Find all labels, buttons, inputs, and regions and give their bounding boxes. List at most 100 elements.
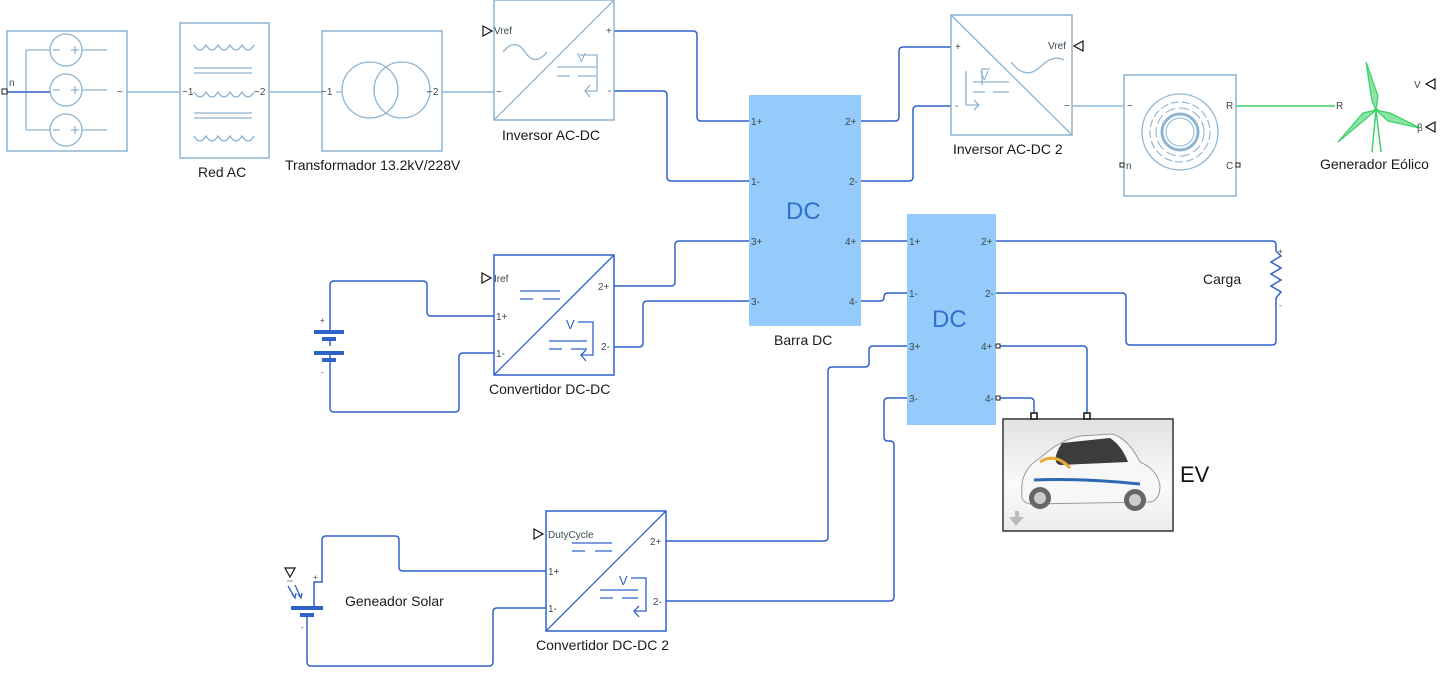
- transformer-block[interactable]: ~1 ~2: [321, 30, 443, 152]
- dc-bus-2-block[interactable]: DC 1+ 1- 3+ 3- 2+ 2- 4+ 4-: [907, 214, 1001, 425]
- wire-conv1-2p-bus3p[interactable]: [614, 240, 749, 287]
- v-glyph: V: [980, 68, 989, 83]
- inversor-pos-port: +: [606, 26, 612, 37]
- carga-neg: -: [1279, 301, 1282, 310]
- electric-car-icon: [1021, 433, 1161, 511]
- barra-dc-label: Barra DC: [774, 332, 833, 348]
- machine-c-port[interactable]: [1235, 162, 1241, 168]
- generator-machine-block[interactable]: ~ n R C: [1119, 74, 1241, 197]
- solar-generator-block[interactable]: + -: [283, 567, 323, 632]
- ev-block[interactable]: [1002, 412, 1174, 532]
- port-4p-connector[interactable]: [995, 343, 1001, 349]
- port-3p: 3+: [751, 237, 763, 248]
- wire-bus4n-dc2-1n[interactable]: [861, 292, 907, 302]
- conv1-2n: 2-: [601, 342, 610, 353]
- port-4p: 4+: [845, 237, 857, 248]
- conv1-2p: 2+: [598, 282, 610, 293]
- ev-label: EV: [1180, 462, 1210, 487]
- port-3n: 3-: [909, 394, 918, 405]
- inversor-ac-dc-2-block[interactable]: V Vref + - ~: [950, 14, 1084, 136]
- wire-inv1-pos-bus1p[interactable]: [614, 30, 749, 122]
- iref-input-port-icon[interactable]: [481, 271, 493, 285]
- conv2-1n: 1-: [548, 604, 557, 615]
- v-glyph: V: [566, 317, 575, 332]
- convertidor-dc-dc-2-label: Convertidor DC-DC 2: [536, 637, 670, 653]
- port-4n-connector[interactable]: [995, 395, 1001, 401]
- port-1p: 1+: [751, 117, 763, 128]
- transformer-port1: ~1: [321, 87, 333, 98]
- battery-block[interactable]: + -: [314, 316, 344, 377]
- turbine-blade-icon: [1373, 108, 1421, 129]
- wind-r-port: R: [1336, 101, 1343, 112]
- port-2p: 2+: [981, 237, 993, 248]
- wire-inv1-neg-bus1n[interactable]: [614, 90, 749, 182]
- neutral-port[interactable]: [1, 88, 8, 95]
- wind-turbine-block[interactable]: R V β: [1336, 61, 1436, 153]
- resistor-icon: [1269, 250, 1283, 303]
- inversor-ac-dc-label: Inversor AC-DC: [502, 127, 601, 143]
- wire-battery-conv1-1p[interactable]: [329, 280, 494, 321]
- dc-bus-2-center-text: DC: [932, 306, 967, 333]
- wire-solar-conv2-1n[interactable]: [306, 607, 546, 667]
- wind-beta-input-port-icon[interactable]: [1424, 120, 1436, 134]
- turbine-blade-icon: [1337, 109, 1377, 143]
- battery-neg: -: [321, 368, 324, 377]
- wire-conv2-2p-dc2-3p[interactable]: [666, 345, 907, 542]
- port-n-label: n: [9, 78, 15, 89]
- arrow-down-icon: [1009, 511, 1024, 526]
- port-3p: 3+: [909, 342, 921, 353]
- inversor-ac-dc-2-label: Inversor AC-DC 2: [953, 141, 1063, 157]
- port-4n: 4-: [985, 394, 994, 405]
- wire-battery-conv1-1n[interactable]: [329, 352, 494, 413]
- wire-dc2-2n-carga[interactable]: [996, 292, 1277, 346]
- iref-input-label: Iref: [494, 274, 509, 285]
- wind-v-input-port-icon[interactable]: [1424, 77, 1436, 91]
- barra-dc-center-text: DC: [786, 198, 821, 225]
- carga-resistor-block[interactable]: + -: [1269, 247, 1283, 310]
- solar-pos: +: [313, 573, 318, 582]
- red-ac-block[interactable]: ~1 ~2: [179, 22, 270, 159]
- wire-bus2p-inv2pos[interactable]: [861, 46, 951, 122]
- vref-input-port-icon[interactable]: [1072, 39, 1084, 53]
- machine-ac-port: ~: [1127, 101, 1133, 112]
- wire-dc2-4p-ev[interactable]: [996, 345, 1088, 415]
- wire-conv1-2n-bus3n[interactable]: [614, 300, 749, 348]
- red-ac-port1: ~1: [182, 87, 194, 98]
- wind-v-input-label: V: [1414, 80, 1421, 91]
- three-phase-source-block[interactable]: n ~: [1, 30, 128, 152]
- turbine-blade-icon: [1365, 61, 1379, 113]
- irradiance-input-port-icon[interactable]: [283, 567, 297, 579]
- wire-dc2-4n-ev[interactable]: [996, 397, 1035, 415]
- inversor2-pos-port: +: [955, 42, 961, 53]
- vref-input-port-icon[interactable]: [482, 24, 494, 38]
- convertidor-dc-dc-label: Convertidor DC-DC: [489, 381, 611, 397]
- ev-port-neg[interactable]: [1030, 412, 1038, 420]
- transformer-label: Transformador 13.2kV/228V: [285, 157, 461, 173]
- convertidor-dc-dc-block[interactable]: V Iref 1+ 1- 2+ 2-: [481, 254, 615, 376]
- transformer-port2: ~2: [427, 87, 439, 98]
- battery-pos: +: [320, 316, 325, 325]
- red-ac-label: Red AC: [198, 164, 247, 180]
- wire-bus2n-inv2neg[interactable]: [861, 105, 951, 182]
- barra-dc-block[interactable]: DC 1+ 1- 3+ 3- 2+ 2- 4+ 4-: [749, 95, 861, 326]
- wire-dc2-2p-carga[interactable]: [996, 240, 1277, 251]
- ev-port-pos[interactable]: [1083, 412, 1091, 420]
- inversor-ac-dc-block[interactable]: V Vref ~ + -: [482, 0, 615, 121]
- geneador-solar-label: Geneador Solar: [345, 593, 444, 609]
- machine-c-label: C: [1226, 161, 1233, 172]
- generador-eolico-label: Generador Eólico: [1320, 156, 1429, 172]
- port-2n: 2-: [985, 289, 994, 300]
- sunlight-arrows-icon: [287, 584, 303, 600]
- wind-beta-input-label: β: [1417, 123, 1423, 134]
- machine-n-port[interactable]: [1119, 162, 1125, 168]
- conv1-1n: 1-: [496, 349, 505, 360]
- convertidor-dc-dc-2-block[interactable]: V DutyCycle 1+ 1- 2+ 2-: [533, 510, 667, 632]
- conv1-1p: 1+: [496, 312, 508, 323]
- inversor2-ac-port: ~: [1064, 101, 1070, 112]
- dutycycle-input-port-icon[interactable]: [533, 527, 545, 541]
- port-2n: 2-: [849, 177, 858, 188]
- wire-conv2-2n-dc2-3n[interactable]: [666, 397, 907, 602]
- port-3n: 3-: [751, 297, 760, 308]
- port-4n: 4-: [849, 297, 858, 308]
- wire-solar-conv2-1p[interactable]: [313, 535, 546, 598]
